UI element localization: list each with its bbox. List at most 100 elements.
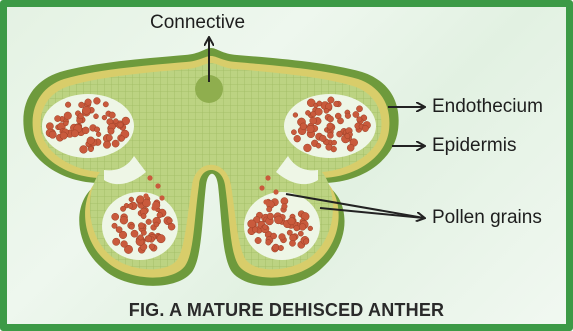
pollen-grain	[308, 226, 313, 231]
pollen-grain	[131, 230, 138, 237]
connective-label: Connective	[150, 12, 245, 34]
pollen-grain	[289, 240, 295, 246]
pollen-grain	[279, 234, 286, 241]
pollen-grain	[337, 131, 343, 137]
pollen-grain	[121, 241, 128, 248]
endothecium-label: Endothecium	[432, 96, 543, 118]
pollen-grain	[288, 218, 295, 225]
pollen-grain	[356, 106, 362, 112]
pollen-grain	[316, 143, 321, 148]
pollen-grain	[96, 132, 101, 137]
pollen-grain	[78, 113, 84, 119]
pollen-grain	[137, 196, 144, 203]
pollen-grain	[157, 212, 163, 218]
pollen-grain	[141, 214, 146, 219]
pollen-grain	[157, 235, 165, 243]
pollen-grain	[317, 101, 322, 106]
pollen-grain	[327, 132, 333, 138]
pollen-grain	[149, 244, 155, 250]
pollen-grain	[267, 213, 273, 219]
pollen-grain	[138, 235, 143, 240]
pollen-grain	[271, 233, 277, 239]
pollen-grain	[108, 128, 114, 134]
pollen-grain	[109, 112, 115, 118]
pollen-grain	[326, 144, 332, 150]
pollen-grain	[129, 197, 134, 202]
figure-caption: FIG. A MATURE DEHISCED ANTHER	[0, 300, 573, 321]
pollen-grain	[145, 236, 152, 243]
pollen-grain	[120, 206, 125, 211]
pollen-grain	[120, 216, 128, 224]
pollen-grain	[129, 224, 134, 229]
pollen-grain	[304, 144, 312, 152]
pollen-grain	[146, 219, 152, 225]
pollen-grain	[320, 135, 327, 142]
pollen-grain	[255, 237, 261, 243]
pollen-grain	[113, 238, 120, 245]
pollen-grain	[80, 146, 88, 154]
pollen-grain	[106, 135, 112, 141]
pollen-grain	[278, 245, 283, 250]
pollen-grain	[159, 195, 164, 200]
pollen-grain	[151, 205, 156, 210]
pollen-grain	[88, 147, 93, 152]
pollen-grain	[112, 213, 119, 220]
pollen-grain	[118, 122, 123, 127]
pollen-grain	[82, 127, 89, 134]
pollen-grain	[357, 117, 362, 122]
pollen-grain	[299, 224, 306, 231]
pollen-grain	[274, 216, 282, 224]
pollen-grain	[155, 183, 160, 188]
pollen-grain	[113, 119, 118, 124]
pollen-grain	[332, 140, 337, 145]
pollen-grain	[49, 131, 56, 138]
pollen-grain	[334, 101, 340, 107]
pollen-grain	[112, 223, 117, 228]
pollen-grain	[263, 199, 268, 204]
pollen-grain	[266, 240, 272, 246]
pollen-grain	[154, 222, 159, 227]
pollen-grain	[267, 207, 272, 212]
pollen-grain	[303, 239, 309, 245]
pollen-grain	[143, 193, 148, 198]
pollen-grain	[94, 114, 99, 119]
pollen-grain	[315, 108, 322, 115]
pollen-grains-label: Pollen grains	[432, 207, 542, 229]
pollen-grain	[305, 110, 310, 115]
pollen-grain	[147, 175, 152, 180]
pollen-grain	[168, 223, 175, 230]
pollen-grain	[94, 98, 101, 105]
pollen-grain	[259, 185, 264, 190]
pollen-grain	[167, 218, 173, 224]
pollen-grain	[263, 225, 268, 230]
pollen-grain	[82, 106, 90, 114]
pollen-grain	[345, 113, 351, 119]
pollen-grain	[128, 204, 133, 209]
pollen-grain	[353, 111, 359, 117]
pollen-grain	[362, 125, 368, 131]
pollen-grain	[85, 99, 92, 106]
pollen-grain	[347, 144, 354, 151]
pollen-grain	[328, 97, 334, 103]
pollen-grain	[282, 204, 288, 210]
pollen-grain	[294, 135, 301, 142]
pollen-grain	[300, 123, 307, 130]
pollen-grain	[141, 230, 146, 235]
pollen-grain	[79, 102, 85, 108]
pollen-grain	[265, 175, 270, 180]
pollen-grain	[103, 102, 108, 107]
pollen-grain	[298, 231, 303, 236]
pollen-grain	[291, 130, 296, 135]
pollen-grain	[65, 102, 71, 108]
pollen-grain	[294, 225, 300, 231]
epidermis-label: Epidermis	[432, 135, 516, 157]
pollen-grain	[273, 189, 278, 194]
pollen-grain	[87, 137, 95, 145]
pollen-grain	[60, 132, 67, 139]
pollen-grain	[248, 220, 256, 228]
pollen-grain	[327, 123, 333, 129]
pollen-grain	[64, 112, 72, 120]
pollen-grain	[138, 223, 144, 229]
pollen-grain	[337, 118, 343, 124]
